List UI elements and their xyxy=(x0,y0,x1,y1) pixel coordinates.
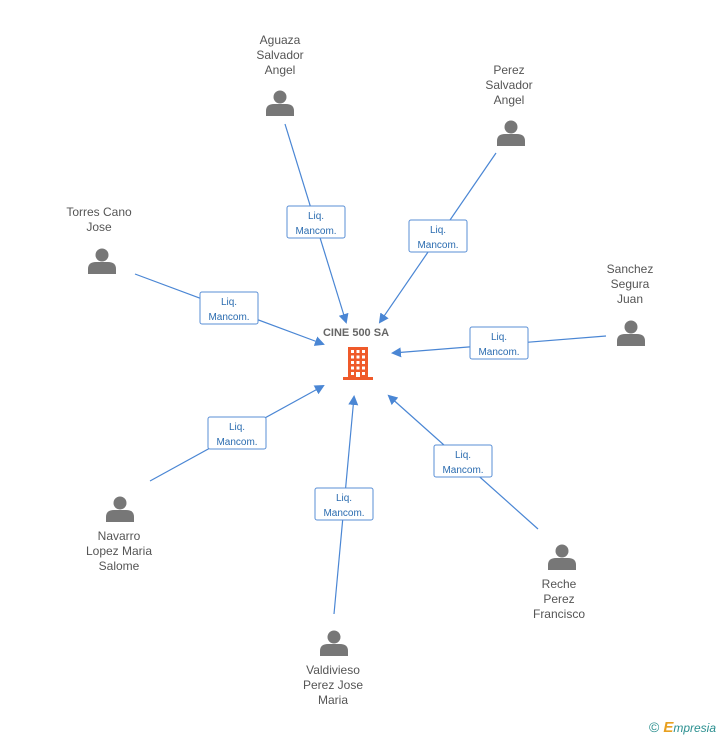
person-name-line: Angel xyxy=(265,63,296,77)
relation-label-navarro[interactable]: Liq. Mancom. xyxy=(207,416,267,450)
person-name-line: Angel xyxy=(494,93,525,107)
edges-layer xyxy=(134,123,607,615)
relation-label-text: Liq. xyxy=(229,422,245,433)
person-icon xyxy=(88,248,116,274)
person-name-line: Reche xyxy=(542,577,577,591)
copyright-symbol: © xyxy=(649,719,660,735)
person-name-line: Salvador xyxy=(256,48,303,62)
person-name-line: Juan xyxy=(617,292,643,306)
relation-label-torres[interactable]: Liq. Mancom. xyxy=(199,291,259,325)
person-name-line: Aguaza xyxy=(260,33,301,47)
relation-label-perez-salvador[interactable]: Liq. Mancom. xyxy=(408,219,468,253)
relation-label-text: Mancom. xyxy=(417,240,458,251)
person-name-line: Salome xyxy=(99,559,140,573)
relation-label-text: Liq. xyxy=(455,450,471,461)
person-icon xyxy=(548,544,576,570)
person-icon xyxy=(266,90,294,116)
center-node[interactable]: CINE 500 SA xyxy=(323,327,389,380)
relation-label-text: Mancom. xyxy=(323,508,364,519)
relation-label-text: Mancom. xyxy=(216,437,257,448)
person-name-line: Torres Cano xyxy=(66,205,132,219)
person-name-line: Perez Jose xyxy=(303,678,363,692)
relation-label-valdivieso[interactable]: Liq. Mancom. xyxy=(314,487,374,521)
relation-label-text: Liq. xyxy=(221,297,237,308)
relation-label-text: Mancom. xyxy=(478,347,519,358)
person-name-line: Navarro xyxy=(98,529,141,543)
relation-label-text: Liq. xyxy=(430,225,446,236)
person-name-line: Jose xyxy=(86,220,112,234)
person-name-line: Perez xyxy=(543,592,574,606)
relation-label-sanchez[interactable]: Liq. Mancom. xyxy=(469,326,529,360)
person-icon xyxy=(106,496,134,522)
brand-initial: E xyxy=(663,719,674,736)
person-name-line: Segura xyxy=(611,277,650,291)
person-name-line: Maria xyxy=(318,693,348,707)
relation-label-text: Mancom. xyxy=(442,465,483,476)
person-name-line: Sanchez xyxy=(607,262,654,276)
building-icon xyxy=(343,347,373,380)
relation-label-text: Liq. xyxy=(336,493,352,504)
person-name-line: Francisco xyxy=(533,607,585,621)
relation-label-text: Mancom. xyxy=(295,226,336,237)
relation-label-text: Mancom. xyxy=(208,312,249,323)
relation-label-aguaza[interactable]: Liq. Mancom. xyxy=(286,205,346,239)
person-icon xyxy=(320,630,348,656)
edge-labels-layer: Liq. Mancom. Liq. Mancom. Liq. Mancom. Liq. Man… xyxy=(199,205,529,521)
person-icon xyxy=(617,320,645,346)
person-name-line: Perez xyxy=(493,63,524,77)
center-label: CINE 500 SA xyxy=(323,327,389,339)
relation-label-reche[interactable]: Liq. Mancom. xyxy=(433,444,493,478)
relation-label-text: Liq. xyxy=(308,211,324,222)
person-name-line: Lopez Maria xyxy=(86,544,152,558)
footer-brand: ©Empresia xyxy=(649,719,716,736)
relation-label-text: Liq. xyxy=(491,332,507,343)
brand-name: mpresia xyxy=(673,721,717,735)
person-name-line: Salvador xyxy=(485,78,532,92)
person-name-line: Valdivieso xyxy=(306,663,360,677)
person-icon xyxy=(497,120,525,146)
